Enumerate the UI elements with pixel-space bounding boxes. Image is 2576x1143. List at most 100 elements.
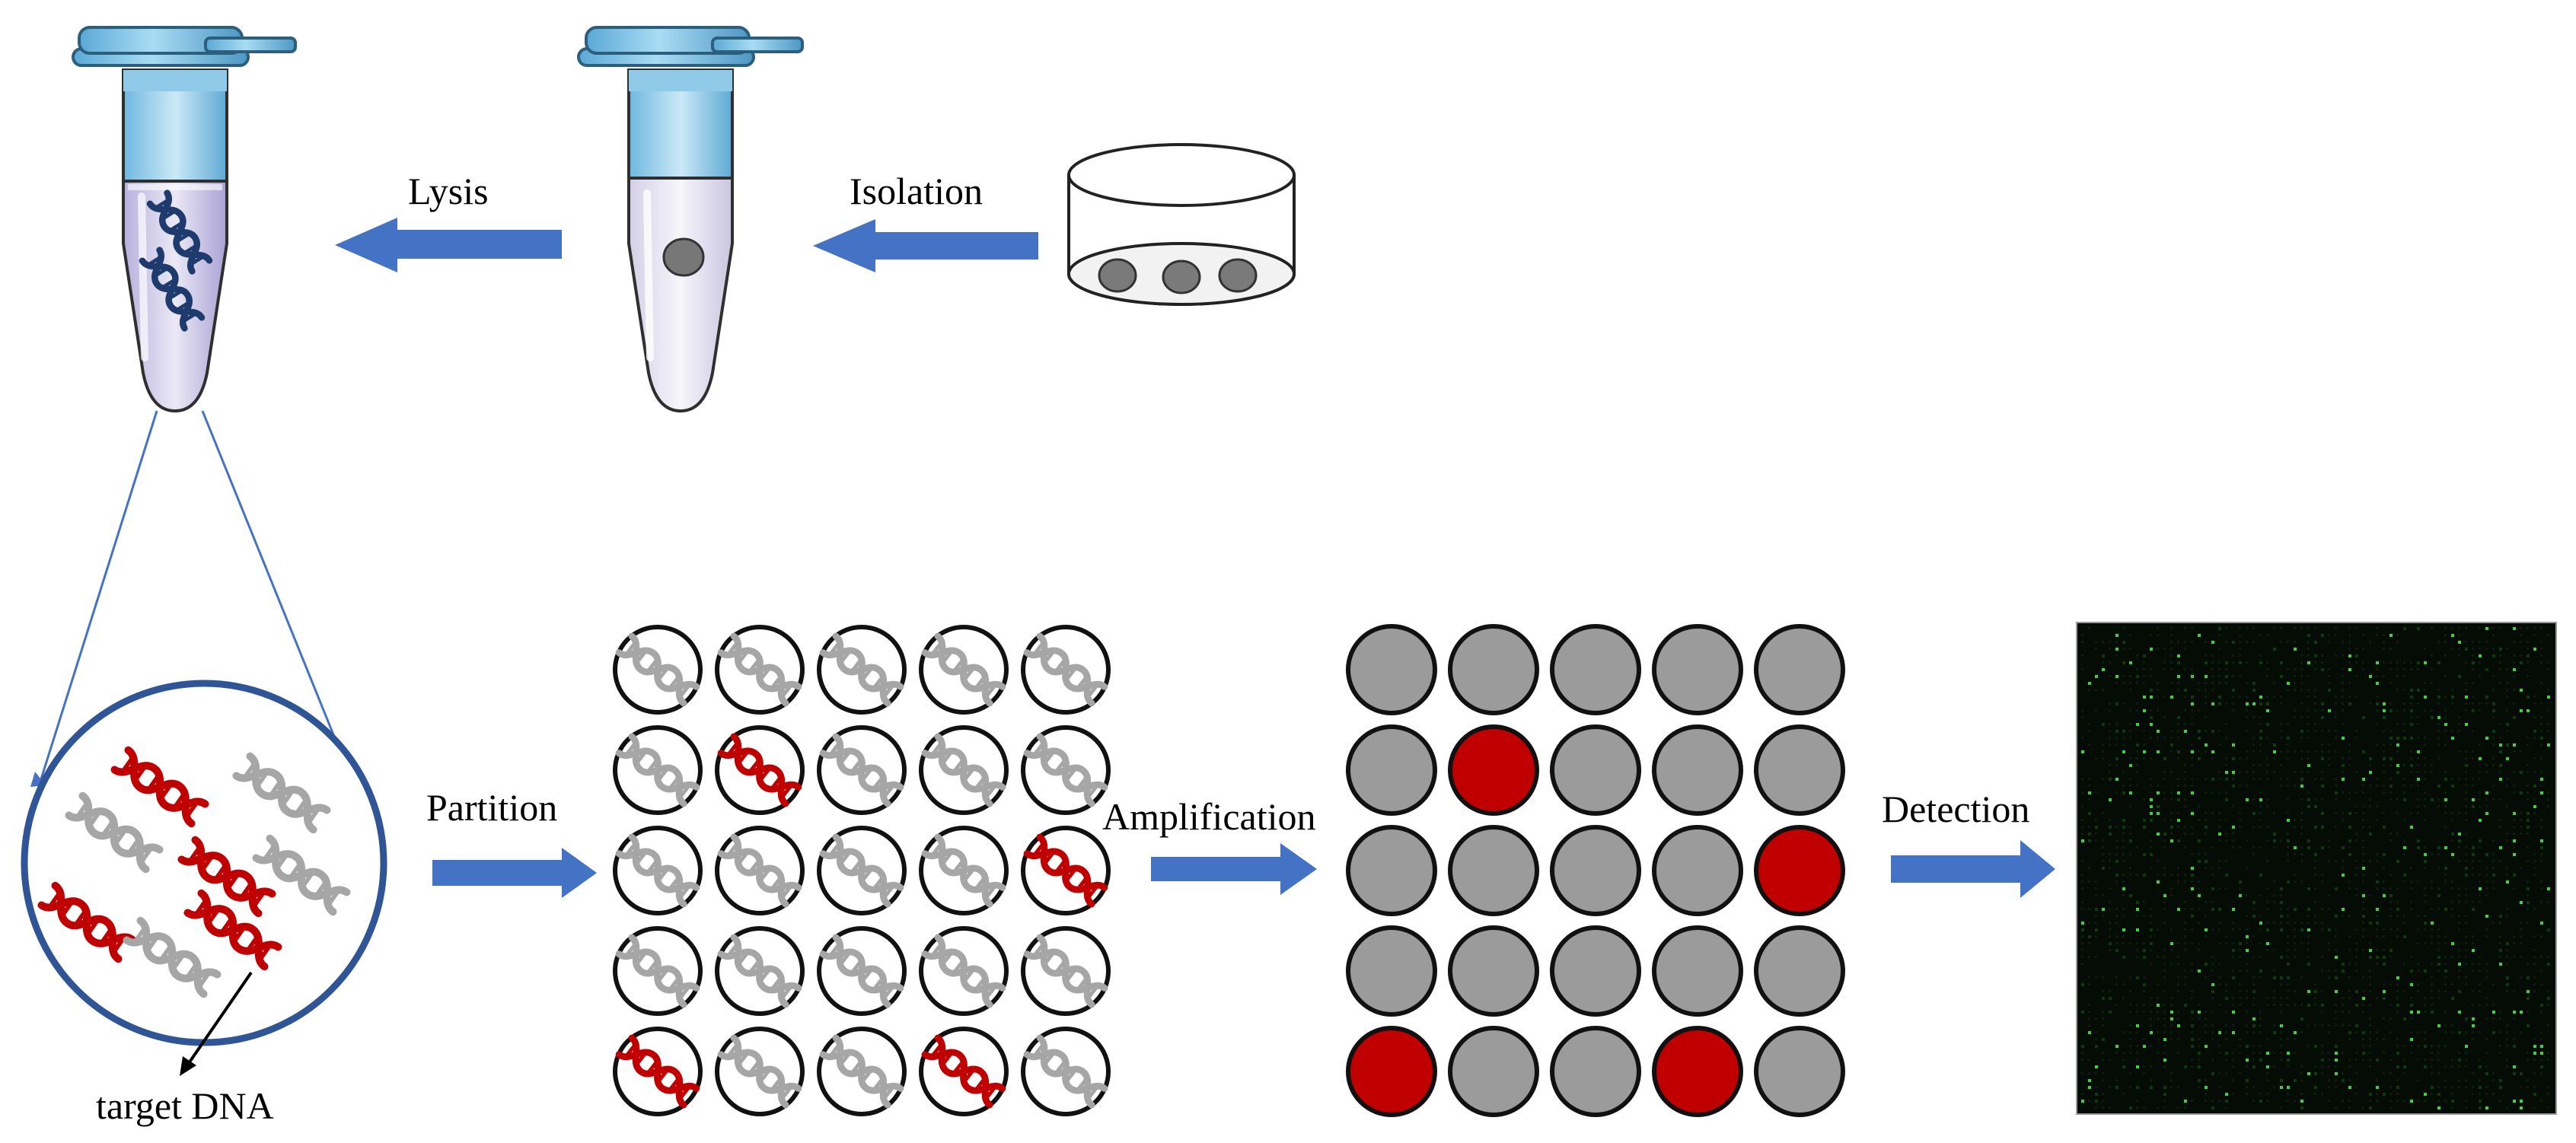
dark-droplet — [2533, 963, 2536, 965]
dark-droplet — [2109, 675, 2111, 677]
dark-droplet — [2348, 1011, 2351, 1013]
fluorescent-droplet — [2115, 874, 2119, 877]
dark-droplet — [2499, 627, 2501, 629]
dark-droplet — [2246, 928, 2248, 931]
dark-droplet — [2369, 1052, 2371, 1054]
dark-droplet — [2458, 750, 2460, 753]
dark-droplet — [2376, 627, 2378, 629]
dark-droplet — [2198, 887, 2200, 890]
fluorescent-droplet — [2403, 798, 2406, 801]
dark-droplet — [2376, 634, 2378, 636]
fluorescent-droplet — [2472, 1024, 2475, 1027]
dark-droplet — [2444, 1031, 2447, 1033]
dark-droplet — [2383, 648, 2385, 650]
dark-droplet — [2280, 627, 2282, 629]
dark-droplet — [2389, 764, 2392, 766]
dark-droplet — [2465, 983, 2467, 985]
dark-droplet — [2198, 1017, 2200, 1020]
dark-droplet — [2431, 880, 2433, 883]
dark-droplet — [2115, 915, 2118, 917]
dark-droplet — [2115, 791, 2118, 794]
dark-droplet — [2246, 1093, 2248, 1095]
dark-droplet — [2431, 942, 2433, 944]
dark-droplet — [2273, 880, 2275, 883]
dark-droplet — [2239, 819, 2241, 821]
dark-droplet — [2136, 1045, 2138, 1047]
dark-droplet — [2163, 716, 2166, 718]
fluorescent-droplet — [2191, 702, 2194, 705]
fluorescent-droplet — [2198, 894, 2201, 897]
dark-droplet — [2499, 819, 2501, 821]
dark-droplet — [2348, 915, 2351, 917]
dark-droplet — [2424, 887, 2426, 890]
dark-droplet — [2266, 1038, 2268, 1040]
fluorescent-droplet — [2424, 1093, 2427, 1096]
dark-droplet — [2472, 1086, 2474, 1088]
dark-droplet — [2198, 949, 2200, 951]
dark-droplet — [2129, 1086, 2131, 1088]
dark-droplet — [2095, 922, 2097, 924]
dark-droplet — [2376, 785, 2378, 787]
dark-droplet — [2287, 750, 2289, 753]
dark-droplet — [2129, 976, 2131, 979]
dark-droplet — [2136, 709, 2138, 712]
dark-droplet — [2205, 730, 2207, 732]
dark-droplet — [2533, 627, 2536, 629]
dark-droplet — [2218, 867, 2221, 869]
dark-droplet — [2540, 819, 2543, 821]
dark-droplet — [2437, 942, 2440, 944]
fluorescent-droplet — [2273, 743, 2276, 747]
dark-droplet — [2163, 963, 2166, 965]
fluorescent-droplet — [2157, 833, 2160, 836]
fluorescent-droplet — [2081, 928, 2084, 931]
dark-droplet — [2129, 709, 2131, 712]
dark-droplet — [2506, 833, 2508, 835]
fluorescent-droplet — [2218, 833, 2221, 836]
fluorescent-droplet — [2472, 661, 2475, 664]
dark-droplet — [2383, 1072, 2385, 1075]
dark-droplet — [2280, 839, 2282, 842]
dark-droplet — [2266, 1004, 2268, 1006]
dark-droplet — [2335, 716, 2337, 718]
fluorescent-droplet — [2479, 1100, 2482, 1103]
dark-droplet — [2300, 942, 2303, 944]
fluorescent-droplet — [2506, 743, 2509, 747]
dark-droplet — [2513, 956, 2515, 958]
dark-droplet — [2547, 901, 2549, 903]
dark-droplet — [2396, 812, 2399, 814]
dark-droplet — [2205, 867, 2207, 869]
dark-droplet — [2300, 1004, 2303, 1006]
dark-droplet — [2465, 922, 2467, 924]
fluorescent-droplet — [2225, 997, 2228, 1000]
dark-droplet — [2184, 942, 2186, 944]
dark-droplet — [2513, 661, 2515, 664]
dark-droplet — [2246, 730, 2248, 732]
dark-droplet — [2287, 956, 2289, 958]
dark-droplet — [2437, 737, 2440, 739]
fluorescent-droplet — [2115, 1086, 2119, 1089]
dark-droplet — [2163, 1106, 2166, 1109]
dark-droplet — [2389, 1100, 2392, 1102]
fluorescent-droplet — [2225, 1052, 2228, 1055]
dark-droplet — [2472, 1004, 2474, 1006]
fluorescent-droplet — [2232, 826, 2235, 829]
dark-droplet — [2287, 949, 2289, 951]
fluorescent-droplet — [2348, 1086, 2351, 1089]
dark-droplet — [2396, 901, 2399, 903]
dark-droplet — [2287, 1038, 2289, 1040]
fluorescent-droplet — [2520, 661, 2523, 664]
dark-droplet — [2403, 785, 2405, 787]
fluorescent-droplet — [2136, 723, 2139, 726]
dark-droplet — [2218, 791, 2221, 794]
fluorescent-droplet — [2129, 791, 2132, 794]
dark-droplet — [2362, 1004, 2364, 1006]
fluorescent-droplet — [2479, 839, 2482, 842]
fluorescent-droplet — [2307, 798, 2310, 801]
dark-droplet — [2485, 702, 2488, 705]
dark-droplet — [2540, 853, 2543, 855]
fluorescent-droplet — [2088, 935, 2091, 938]
dark-droplet — [2150, 1017, 2152, 1020]
dark-droplet — [2102, 1024, 2104, 1027]
dark-droplet — [2177, 963, 2179, 965]
dark-droplet — [2369, 798, 2371, 801]
